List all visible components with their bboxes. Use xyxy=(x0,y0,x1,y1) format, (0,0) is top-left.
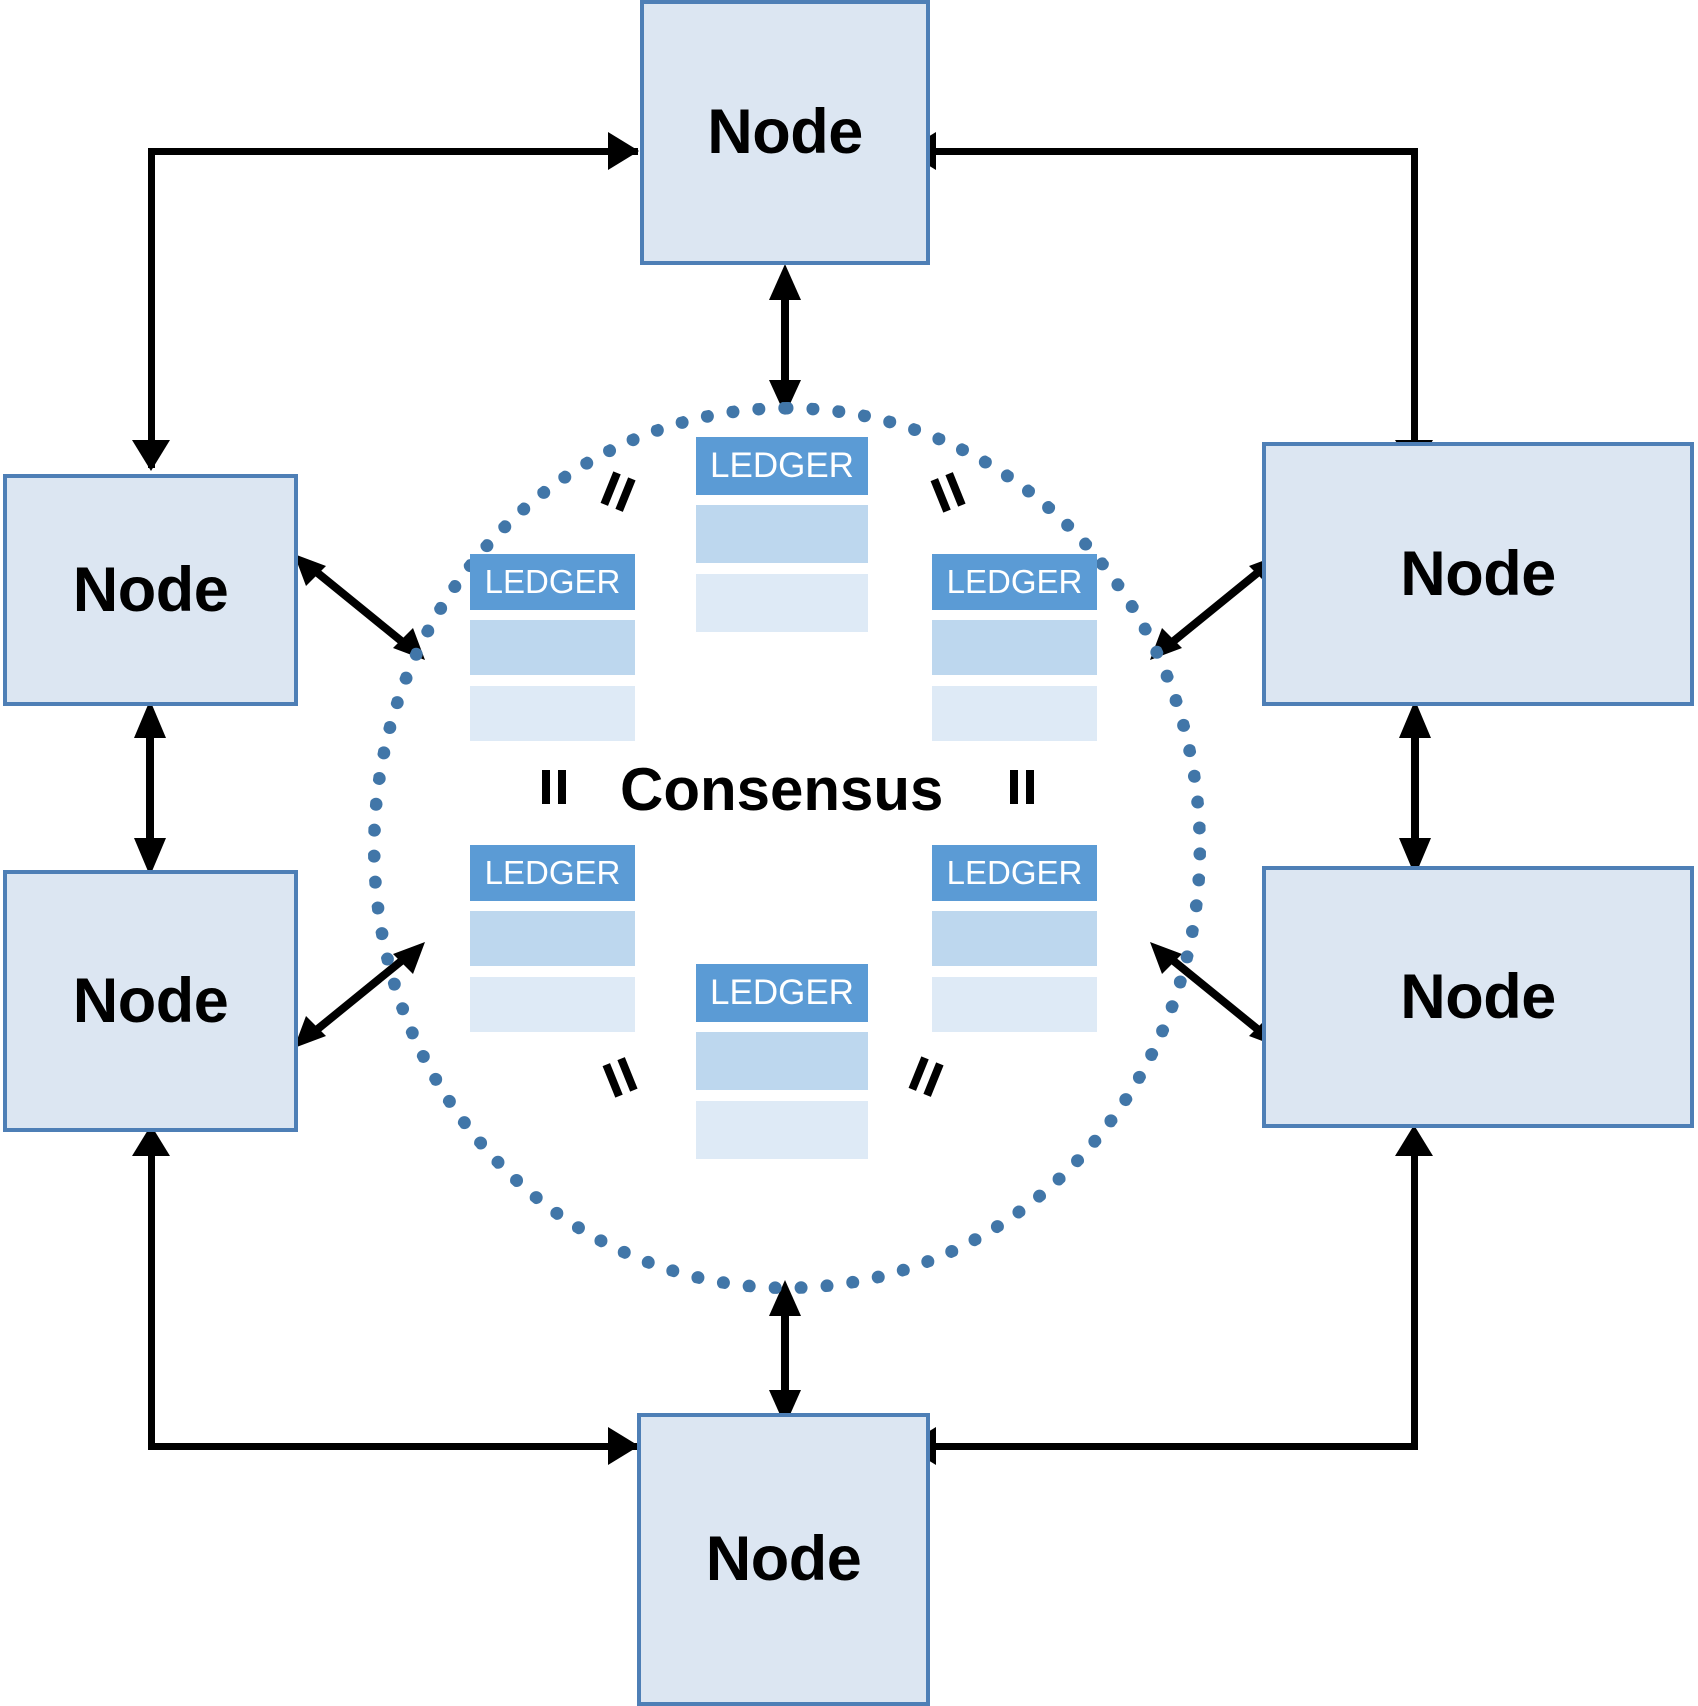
node-box-right-upper[interactable]: Node xyxy=(1262,442,1694,706)
connector-bottom-right-horizontal xyxy=(936,1443,1418,1450)
ledger-card-top: LEDGER xyxy=(696,437,868,632)
arrowhead-into-right-lower-node xyxy=(1395,1125,1433,1156)
ledger-row-dark xyxy=(470,620,635,675)
equals-mark-middle-right xyxy=(1006,770,1040,804)
ledger-row-dark xyxy=(696,505,868,563)
node-box-left-upper[interactable]: Node xyxy=(3,474,298,706)
ledger-row-light xyxy=(470,686,635,741)
ledger-header-label: LEDGER xyxy=(470,554,635,610)
connector-left-top-horizontal xyxy=(148,148,638,155)
ledger-row-light xyxy=(470,977,635,1032)
node-label: Node xyxy=(1400,538,1556,609)
ledger-row-light xyxy=(696,1101,868,1159)
connector-bottom-left-vertical xyxy=(148,1140,155,1450)
connector-bottom-right-vertical xyxy=(1411,1140,1418,1450)
node-label: Node xyxy=(1400,961,1556,1032)
connector-bottom-node-to-consensus xyxy=(769,1280,801,1426)
node-box-left-lower[interactable]: Node xyxy=(3,870,298,1132)
connector-bottom-left-horizontal xyxy=(148,1443,638,1450)
ledger-card-lower-right: LEDGER xyxy=(932,845,1097,1032)
connector-right-top-horizontal xyxy=(936,148,1418,155)
ledger-card-upper-right: LEDGER xyxy=(932,554,1097,741)
arrowhead-into-top-node-left xyxy=(608,132,639,170)
node-box-top[interactable]: Node xyxy=(640,0,930,265)
ledger-row-light xyxy=(932,977,1097,1032)
node-label: Node xyxy=(72,965,229,1036)
node-label: Node xyxy=(707,97,863,167)
arrowhead-into-left-upper-node xyxy=(132,440,170,471)
consensus-label: Consensus xyxy=(620,756,944,823)
ledger-row-light xyxy=(696,574,868,632)
ledger-card-upper-left: LEDGER xyxy=(470,554,635,741)
ledger-row-light xyxy=(932,686,1097,741)
connector-left-nodes-double-arrow xyxy=(134,700,166,876)
arrowhead-into-bottom-node-left xyxy=(608,1427,639,1465)
connector-right-nodes-double-arrow xyxy=(1399,700,1431,876)
ledger-card-bottom: LEDGER xyxy=(696,964,868,1159)
ledger-row-dark xyxy=(696,1032,868,1090)
ledger-header-label: LEDGER xyxy=(696,437,868,495)
connector-left-upper-node-to-consensus xyxy=(294,554,425,660)
equals-mark-middle-left xyxy=(538,770,572,804)
connector-left-vertical xyxy=(148,148,155,468)
connector-top-node-to-consensus xyxy=(769,264,801,415)
connector-right-vertical xyxy=(1411,148,1418,468)
node-box-right-lower[interactable]: Node xyxy=(1262,866,1694,1128)
ledger-row-dark xyxy=(470,911,635,966)
ledger-header-label: LEDGER xyxy=(470,845,635,901)
node-label: Node xyxy=(705,1524,862,1594)
ledger-card-lower-left: LEDGER xyxy=(470,845,635,1032)
node-label: Node xyxy=(72,554,229,625)
ledger-row-dark xyxy=(932,620,1097,675)
node-box-bottom[interactable]: Node xyxy=(637,1413,930,1706)
ledger-header-label: LEDGER xyxy=(932,554,1097,610)
ledger-header-label: LEDGER xyxy=(696,964,868,1022)
ledger-row-dark xyxy=(932,911,1097,966)
ledger-header-label: LEDGER xyxy=(932,845,1097,901)
